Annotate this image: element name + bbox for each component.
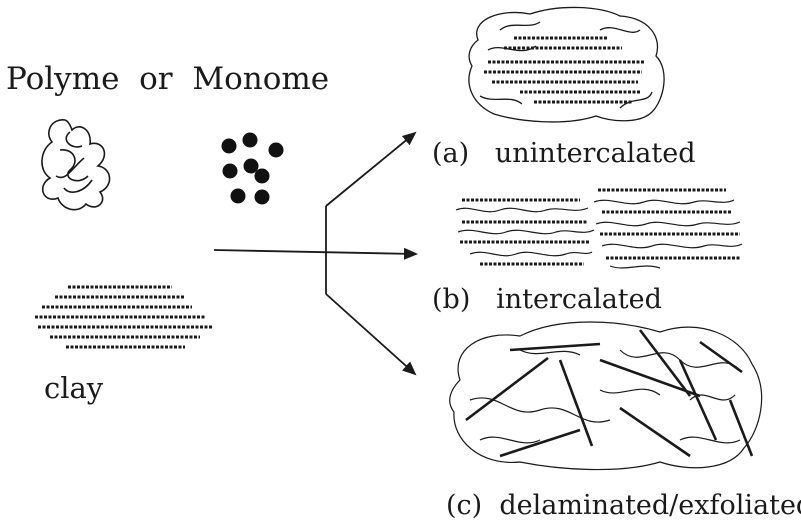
outcome-c-label: (c) delaminated/exfoliated bbox=[446, 490, 801, 521]
monomer-dots bbox=[221, 132, 284, 205]
clay-stack bbox=[35, 285, 212, 349]
outcome-b-label: (b) intercalated bbox=[432, 284, 662, 315]
clay-label: clay bbox=[44, 371, 104, 405]
intercalated-structure bbox=[455, 188, 743, 269]
reactants-header: Polyme or Monome bbox=[6, 61, 330, 97]
polymer-coil bbox=[41, 119, 111, 211]
reaction-arrows bbox=[213, 131, 418, 376]
outcome-a-label: (a) unintercalated bbox=[432, 138, 696, 169]
exfoliated-structure bbox=[449, 321, 763, 471]
unintercalated-structure bbox=[468, 6, 665, 123]
